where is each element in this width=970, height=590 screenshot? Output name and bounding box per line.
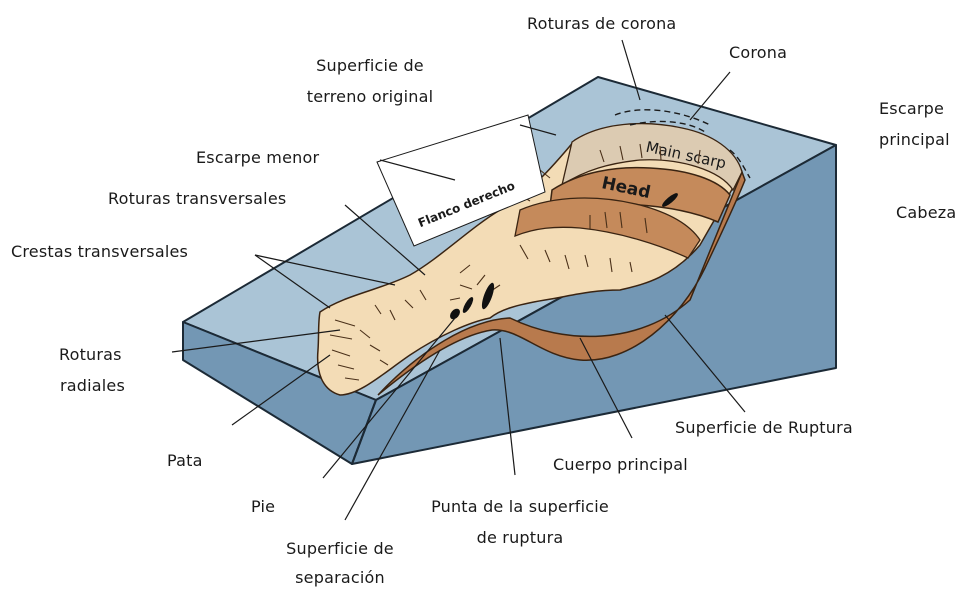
label-superficie-terreno-2: terreno original (306, 87, 434, 106)
leader-lines (171, 39, 746, 521)
label-punta-2: de ruptura (476, 528, 564, 547)
crack-lines (329, 143, 701, 381)
label-superficie-separacion-1: Superficie de (286, 539, 394, 558)
label-roturas-corona: Roturas de corona (527, 14, 677, 33)
label-roturas-radiales-1: Roturas (59, 345, 122, 364)
label-pie: Pie (251, 497, 276, 516)
label-crestas-transversales: Crestas transversales (11, 242, 189, 261)
label-escarpe-principal-1: Escarpe (879, 99, 945, 118)
flanco-box (376, 114, 546, 247)
label-pata: Pata (167, 451, 203, 470)
label-superficie-separacion-2: separación (295, 568, 385, 587)
label-cuerpo-principal: Cuerpo principal (553, 455, 688, 474)
crown-cracks (614, 109, 751, 179)
fissures (450, 193, 678, 320)
rupture-mass (377, 169, 746, 396)
label-escarpe-menor: Escarpe menor (196, 148, 320, 167)
label-punta-1: Punta de la superficie (431, 497, 609, 516)
label-cabeza: Cabeza (896, 203, 957, 222)
main-scarp (561, 122, 743, 192)
label-escarpe-principal-2: principal (879, 130, 950, 149)
slope-edge (351, 399, 377, 465)
label-roturas-radiales-2: radiales (60, 376, 126, 395)
label-roturas-transversales: Roturas transversales (108, 189, 287, 208)
label-corona: Corona (729, 43, 788, 62)
label-superficie-ruptura: Superficie de Ruptura (675, 418, 853, 437)
label-superficie-terreno-1: Superficie de (316, 56, 424, 75)
minor-block (514, 197, 701, 259)
